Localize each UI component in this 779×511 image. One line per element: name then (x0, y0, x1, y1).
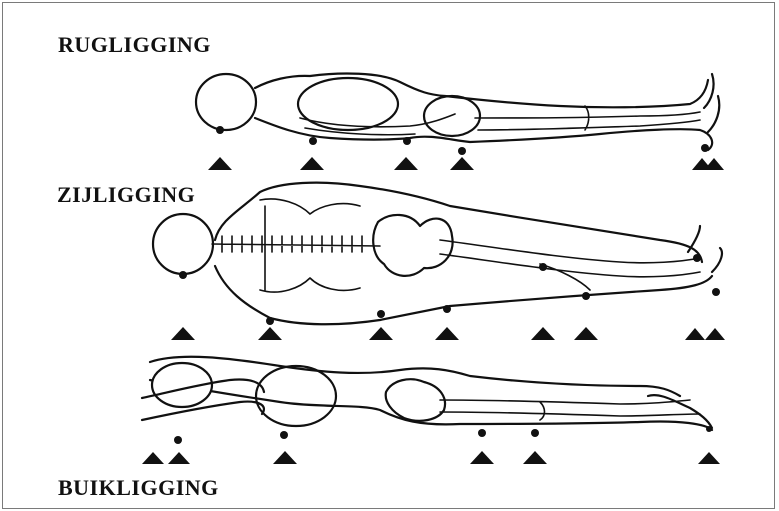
pressure-triangle (698, 452, 720, 464)
pressure-triangle (258, 327, 282, 340)
pressure-dot (403, 137, 411, 145)
supine-body-outline (255, 74, 712, 150)
pressure-dot (582, 292, 590, 300)
pressure-dot (280, 431, 288, 439)
side-legs (440, 240, 700, 290)
supine-foot (704, 74, 719, 132)
supine-head (196, 74, 256, 130)
pressure-dot (174, 436, 182, 444)
supine-legs (475, 106, 700, 130)
supine-ribcage (298, 78, 398, 130)
pressure-dot (539, 263, 547, 271)
prone-ribcage (256, 366, 336, 426)
pressure-dot (179, 271, 187, 279)
pressure-dot (266, 317, 274, 325)
pressure-triangle (300, 157, 324, 170)
side-body-outline (215, 183, 712, 325)
pressure-triangle (208, 157, 232, 170)
side-head (153, 214, 213, 274)
pressure-triangle (369, 327, 393, 340)
figure-side (153, 183, 725, 340)
pressure-triangle (435, 327, 459, 340)
prone-pelvis (386, 379, 445, 421)
pressure-triangle (531, 327, 555, 340)
pressure-triangle (705, 328, 725, 340)
pressure-triangle (470, 451, 494, 464)
pressure-triangle (574, 327, 598, 340)
pressure-triangle (685, 328, 705, 340)
side-spine (212, 236, 380, 252)
pressure-dot (377, 310, 385, 318)
pressure-dot (443, 305, 451, 313)
side-pelvis (373, 215, 452, 276)
pressure-triangle (142, 452, 164, 464)
pressure-triangle (394, 157, 418, 170)
pressure-dot (216, 126, 224, 134)
pressure-triangle (273, 451, 297, 464)
pressure-dot (531, 429, 539, 437)
pressure-dot (693, 254, 701, 262)
pressure-dot (706, 426, 712, 432)
pressure-triangle (168, 452, 190, 464)
pressure-triangle (523, 451, 547, 464)
prone-legs (440, 400, 700, 420)
pressure-triangle (171, 327, 195, 340)
pressure-dot (458, 147, 466, 155)
pressure-dot (701, 144, 709, 152)
pressure-dot (309, 137, 317, 145)
pressure-triangle (450, 157, 474, 170)
figure-prone (142, 357, 720, 464)
figure-supine (196, 74, 724, 170)
pressure-dot (712, 288, 720, 296)
pressure-dot (478, 429, 486, 437)
